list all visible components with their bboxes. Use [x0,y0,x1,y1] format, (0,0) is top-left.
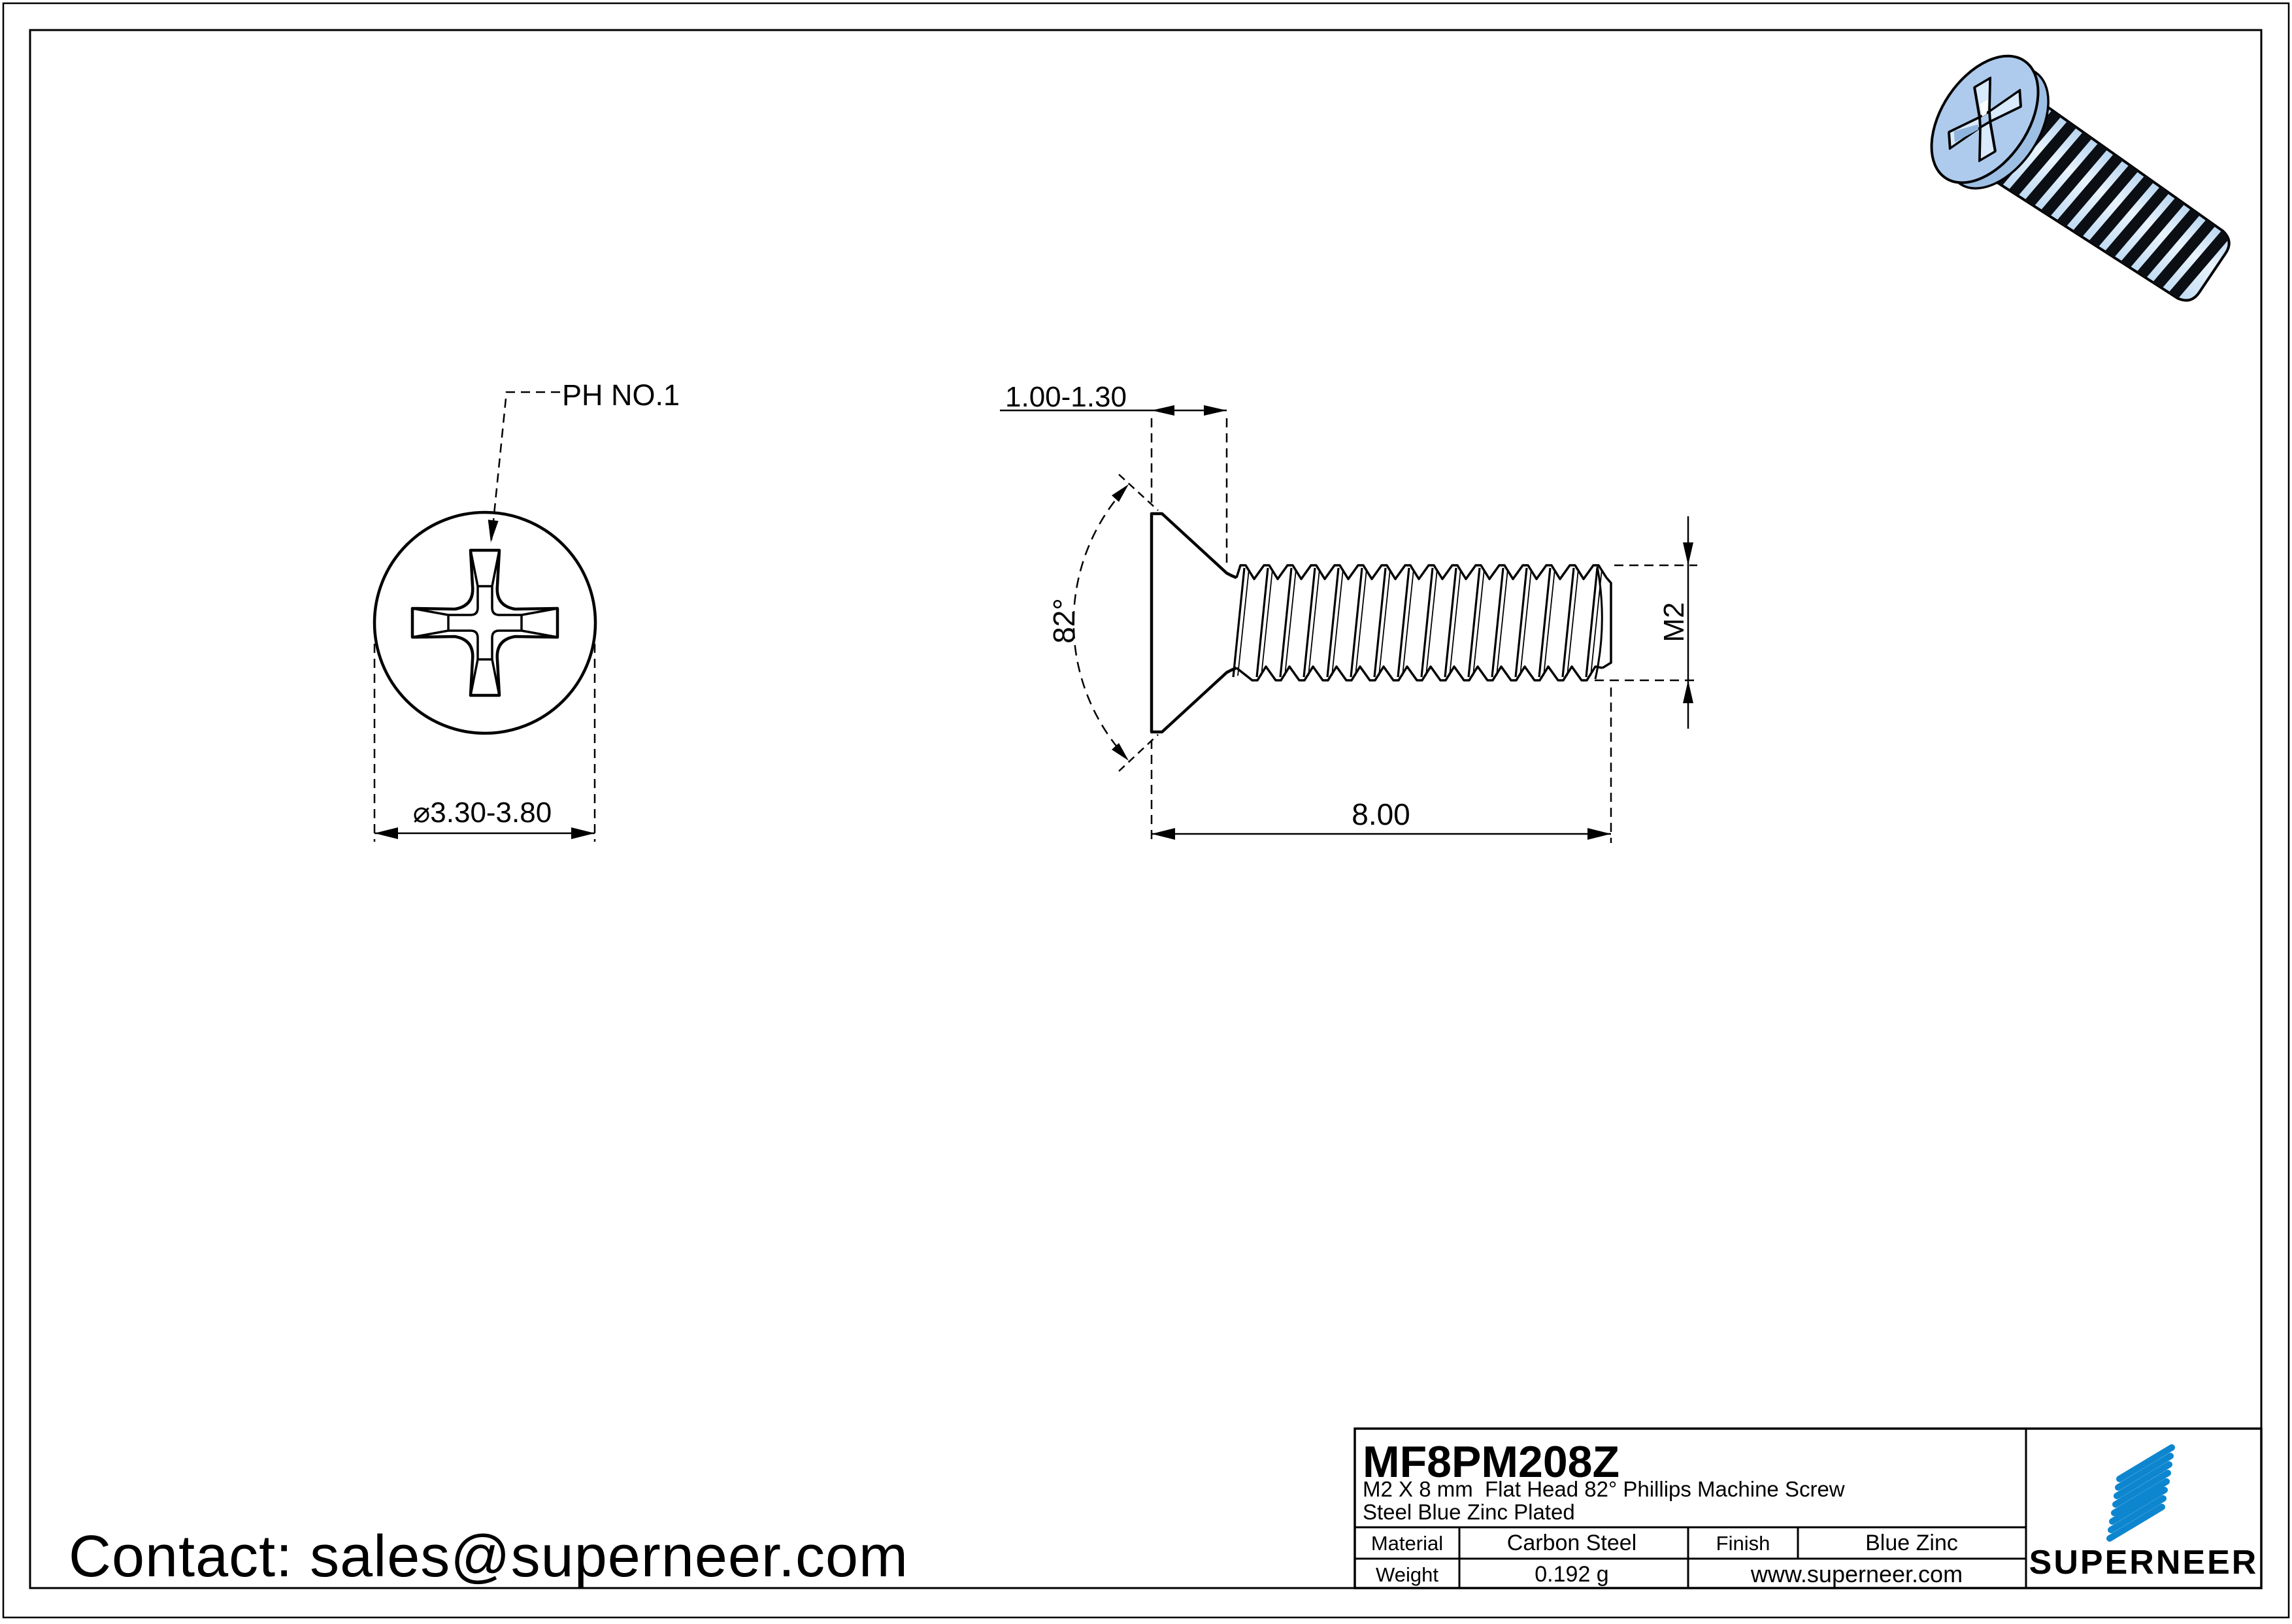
recess-leader-arrow [488,520,499,542]
head-face-3d [1930,54,2040,184]
thread-arrow-top [1683,542,1693,565]
recess-glint [1980,99,1988,117]
diameter-extension-lines [373,644,596,842]
recess-shadow [1953,124,1979,142]
recess-leader-line [490,391,560,540]
brand-wordmark: SUPERNEER [2029,1544,2259,1582]
phillips-recess-3d [1948,76,2022,163]
side-view: 1.00-1.30 82° 8.00 M2 [1000,381,1697,843]
screw-end-chamfer [1594,566,1603,680]
screw-3d-illustration [1930,54,2234,303]
part-number: MF8PM208Z [1363,1437,1619,1487]
superneer-logo-icon [2106,1444,2175,1542]
thread-flanks-primary [1232,567,1599,678]
inner-border [29,29,2263,1589]
head-outline-circle [373,510,597,735]
phillips-cross-outer [410,548,559,697]
contact-text: Contact: sales@superneer.com [69,1524,908,1589]
length-arrow-left [1152,828,1175,840]
head-height-arrow-left [1152,405,1174,416]
recess-label: PH NO.1 [562,378,680,412]
title-block-border [1354,1427,2263,1589]
head-height-dim-text: 1.00-1.30 [1005,381,1127,413]
angle-arrow-top [1112,484,1129,502]
finish-value: Blue Zinc [1865,1531,1958,1555]
angle-dim-text: 82° [1047,598,1081,644]
head-height-arrow-right [1204,405,1227,416]
description-line2: Steel Blue Zinc Plated [1363,1500,1575,1524]
thread-top-profile [1235,564,1608,580]
title-block-grid [1355,1429,2027,1588]
front-view: PH NO.1 ⌀3.30-3.80 [373,378,680,842]
website-link[interactable]: www.superneer.com [1750,1561,1963,1587]
weight-label: Weight [1376,1563,1438,1586]
thread-flanks-secondary [1237,569,1603,676]
angle-arc [1072,488,1126,757]
length-dim-text: 8.00 [1352,797,1410,831]
length-extension-lines [1150,688,1612,843]
thread-dim-extension-lines [1595,564,1697,682]
diameter-dim-text: ⌀3.30-3.80 [413,797,552,829]
material-value: Carbon Steel [1507,1531,1636,1555]
finish-label: Finish [1716,1532,1770,1555]
diameter-arrow-right [571,827,595,839]
screw-end-face [1602,576,1612,669]
head-profile [1150,512,1237,734]
thread-dim-text: M2 [1658,602,1690,642]
phillips-wall-edges [412,550,558,696]
thread-arrow-bottom [1683,680,1693,703]
angle-arrow-bottom [1112,743,1129,761]
head-height-extension-lines [1150,418,1228,567]
title-block: MF8PM208Z M2 X 8 mm Flat Head 82° Philli… [1354,1427,2263,1589]
length-arrow-right [1587,828,1611,840]
thread-bottom-profile [1235,665,1603,682]
phillips-cross-inner [447,585,523,661]
diameter-arrow-left [374,827,398,839]
weight-value: 0.192 g [1535,1562,1608,1587]
material-label: Material [1371,1532,1443,1555]
description-line1: M2 X 8 mm Flat Head 82° Phillips Machine… [1363,1477,1845,1501]
